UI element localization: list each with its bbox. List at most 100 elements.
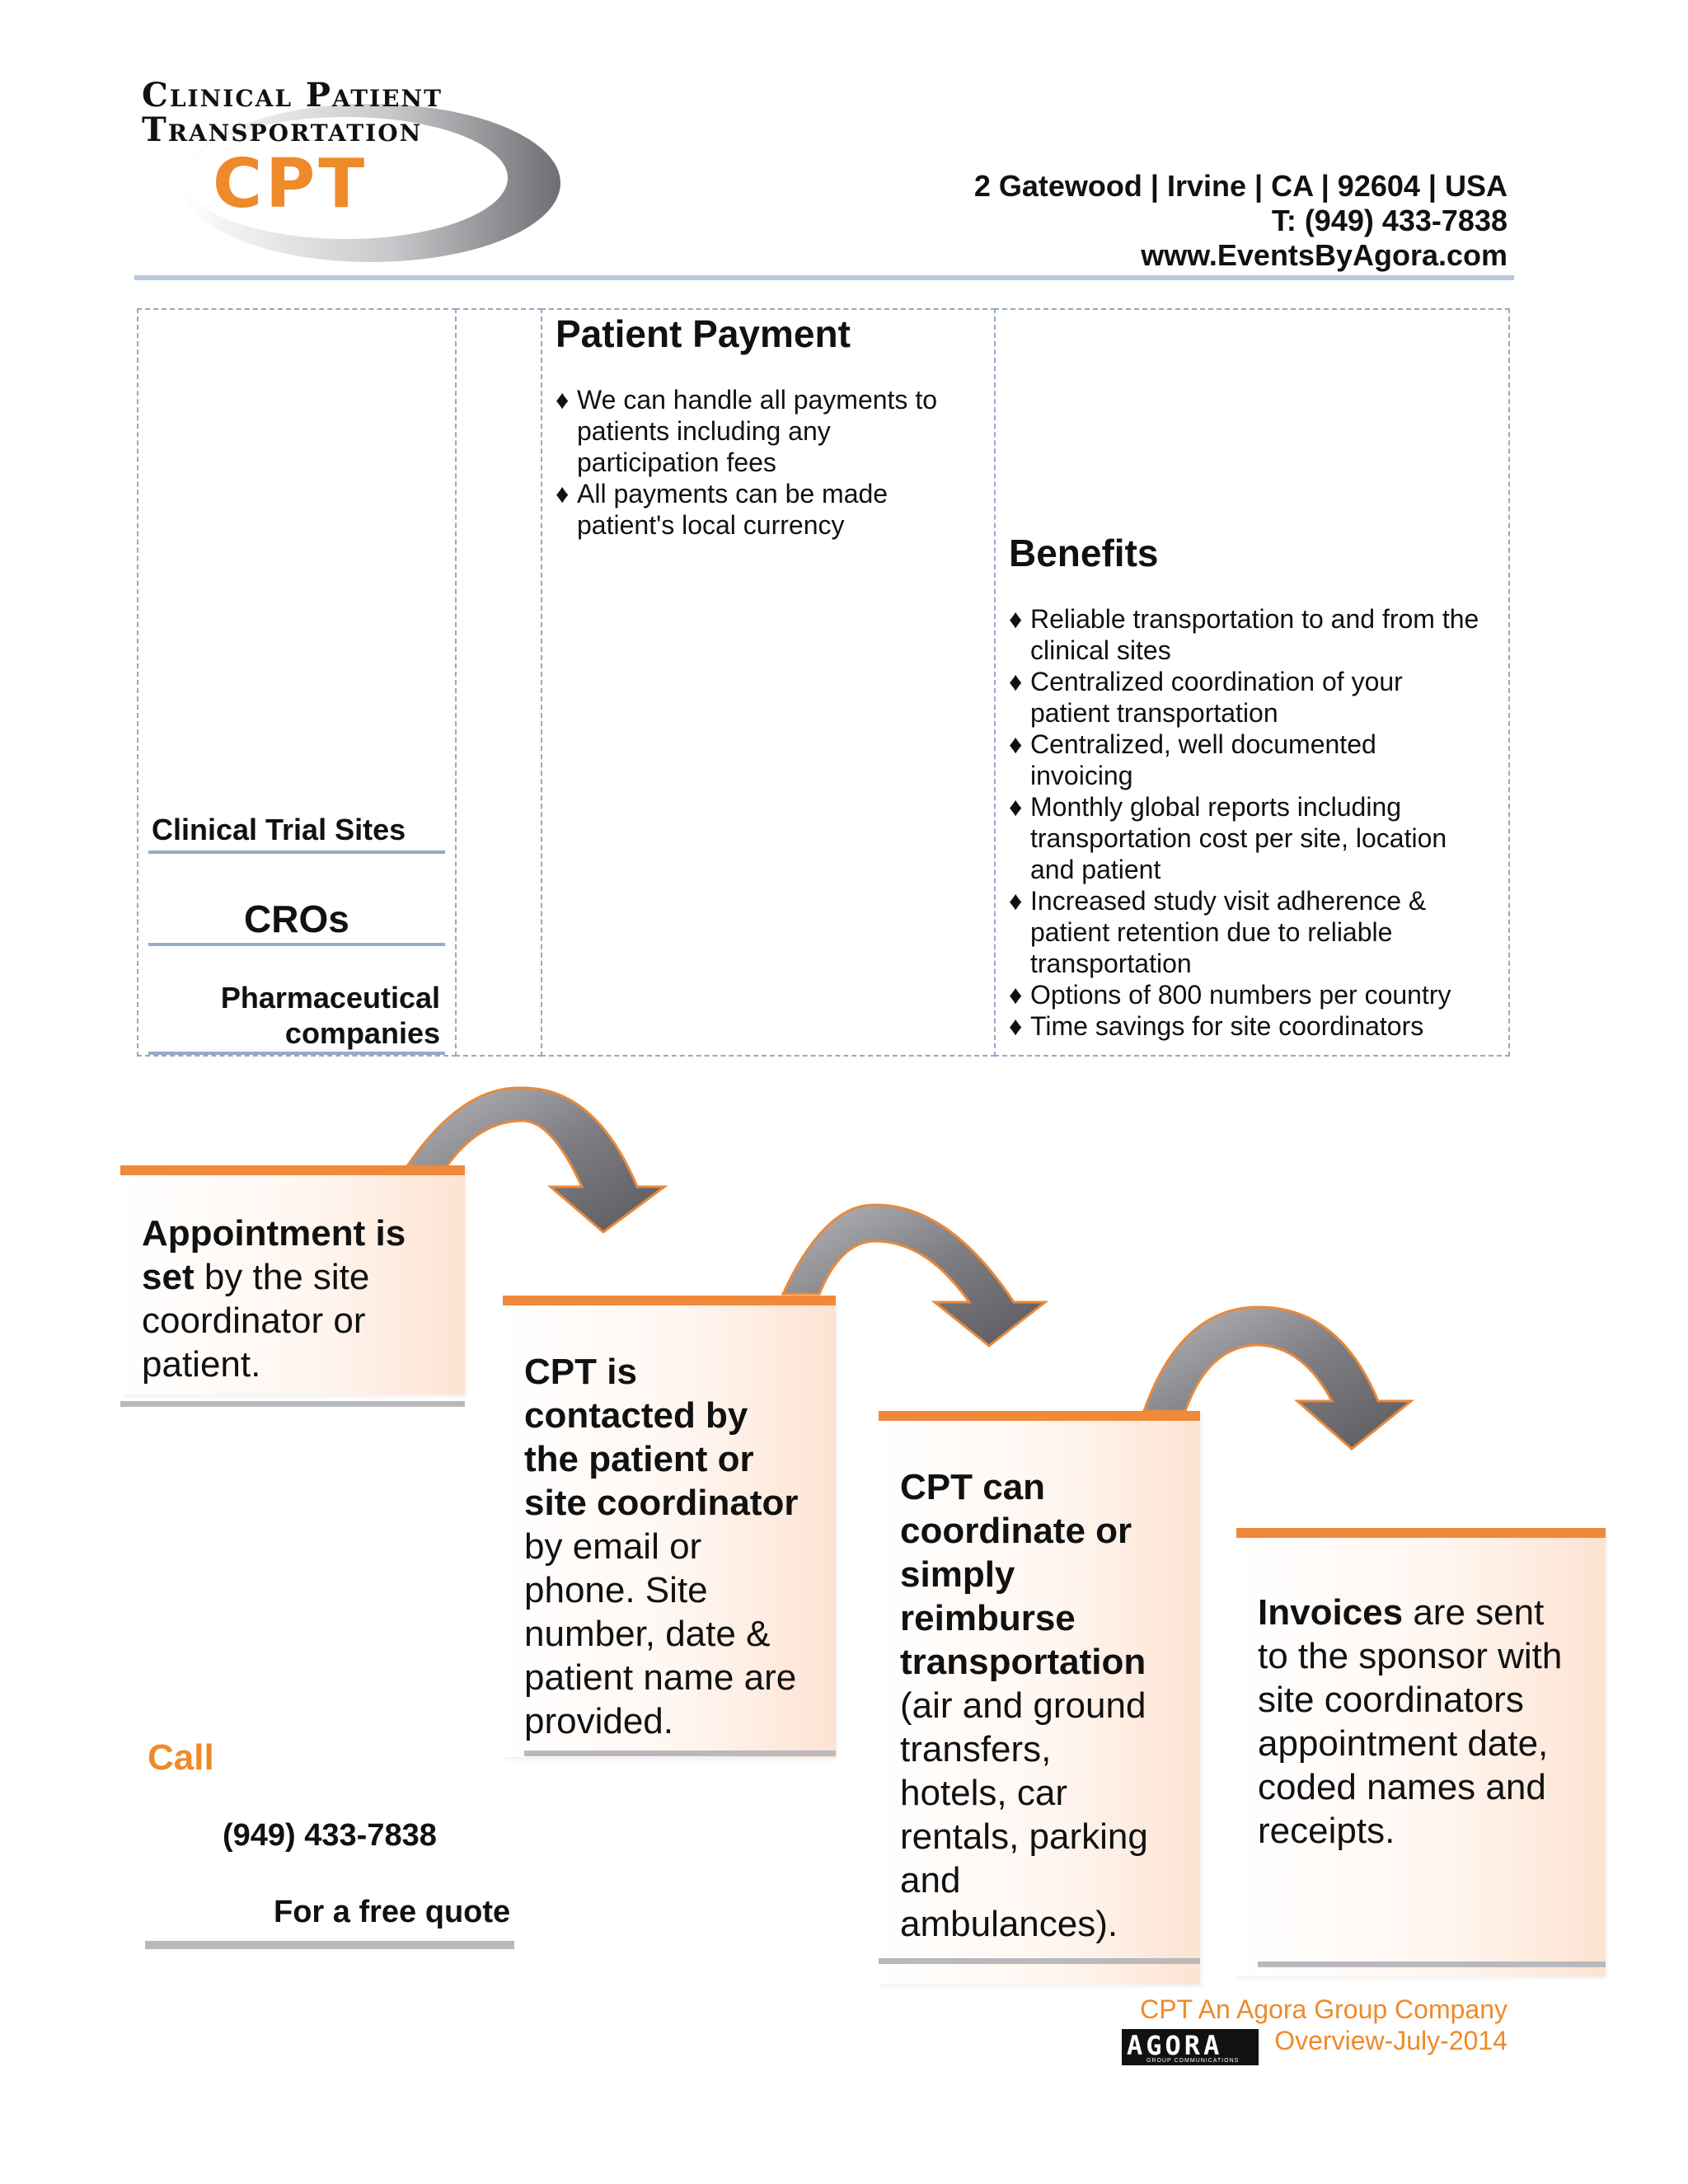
curved-arrow-2-icon bbox=[781, 1203, 1049, 1347]
footer-company: CPT An Agora Group Company bbox=[1140, 1994, 1507, 2024]
bullet-line: Monthly global reports including bbox=[1030, 792, 1402, 822]
step-2-line: number, date & bbox=[524, 1614, 771, 1654]
step-2-line: phone. Site bbox=[524, 1570, 708, 1610]
bullet-diamond-icon: ♦ bbox=[556, 385, 570, 415]
step-2-underline bbox=[524, 1750, 836, 1756]
step-1-box: Appointment is set by the site coordinat… bbox=[120, 1165, 465, 1407]
step-3-underline bbox=[879, 1958, 1200, 1964]
step-3-line: and bbox=[900, 1860, 961, 1900]
bullet-line: invoicing bbox=[1030, 761, 1133, 790]
header-divider bbox=[134, 275, 1514, 280]
bullet-line: participation fees bbox=[577, 448, 776, 477]
step-1-line: by the site bbox=[194, 1257, 370, 1297]
bullet-line: patient's local currency bbox=[577, 510, 845, 540]
list-item: ♦Time savings for site coordinators bbox=[1009, 1010, 1503, 1042]
step-4-text: Invoices are sent to the sponsor with si… bbox=[1258, 1591, 1592, 1853]
bullet-line: Options of 800 numbers per country bbox=[1030, 980, 1451, 1010]
agora-logo: AGORA GROUP COMMUNICATIONS bbox=[1122, 2029, 1259, 2065]
bullet-line: patient transportation bbox=[1030, 698, 1278, 728]
bullet-diamond-icon: ♦ bbox=[1009, 980, 1023, 1010]
step-2-box: CPT is contacted by the patient or site … bbox=[503, 1296, 836, 1757]
step-2-text: CPT is contacted by the patient or site … bbox=[524, 1350, 823, 1743]
step-3-bold: coordinate or bbox=[900, 1511, 1132, 1551]
bullet-line: transportation bbox=[1030, 949, 1192, 978]
bullet-line: Reliable transportation to and from the bbox=[1030, 604, 1479, 634]
step-3-text: CPT can coordinate or simply reimburse t… bbox=[900, 1465, 1187, 1946]
bullet-diamond-icon: ♦ bbox=[1009, 792, 1023, 822]
step-2-bold: site coordinator bbox=[524, 1483, 799, 1523]
step-1-line: coordinator or bbox=[142, 1301, 366, 1341]
step-4-underline bbox=[1258, 1961, 1606, 1967]
step-3-bold: CPT can bbox=[900, 1467, 1046, 1507]
step-4-line: receipts. bbox=[1258, 1811, 1395, 1851]
bullet-diamond-icon: ♦ bbox=[1009, 729, 1023, 759]
logo bbox=[124, 66, 585, 280]
info-table-col-4 bbox=[994, 308, 1510, 1057]
bullet-line: Time savings for site coordinators bbox=[1030, 1011, 1424, 1041]
step-4-line: appointment date, bbox=[1258, 1723, 1549, 1764]
step-4-line: coded names and bbox=[1258, 1767, 1546, 1807]
cta-quote: For a free quote bbox=[274, 1895, 511, 1929]
bullet-line: All payments can be made bbox=[577, 479, 889, 509]
bullet-line: patient retention due to reliable bbox=[1030, 917, 1393, 947]
step-2-bold: the patient or bbox=[524, 1439, 754, 1479]
step-3-line: rentals, parking bbox=[900, 1816, 1148, 1857]
sidebar-item-pharma-line-2: companies bbox=[284, 1016, 440, 1050]
step-3-bold: transportation bbox=[900, 1642, 1146, 1682]
step-3-line: transfers, bbox=[900, 1729, 1052, 1769]
cta-divider bbox=[145, 1941, 514, 1949]
step-2-line: patient name are bbox=[524, 1657, 797, 1698]
footer-date: Overview-July-2014 bbox=[1274, 2026, 1507, 2055]
step-3-line: (air and ground bbox=[900, 1685, 1146, 1726]
step-1-underline bbox=[120, 1401, 465, 1407]
bullet-line: transportation cost per site, location bbox=[1030, 823, 1447, 853]
benefits-title: Benefits bbox=[1009, 532, 1159, 574]
logo-cpt-mark: CPT bbox=[213, 145, 368, 223]
step-2-line: provided. bbox=[524, 1701, 674, 1741]
bullet-diamond-icon: ♦ bbox=[1009, 604, 1023, 634]
list-item: ♦Increased study visit adherence &patien… bbox=[1009, 885, 1503, 979]
bullet-line: and patient bbox=[1030, 855, 1161, 884]
logo-swoosh-icon bbox=[181, 104, 560, 262]
step-4-line: site coordinators bbox=[1258, 1680, 1524, 1720]
list-item: ♦Options of 800 numbers per country bbox=[1009, 979, 1503, 1010]
logo-line-1-text: Clinical Patient bbox=[142, 76, 443, 115]
bullet-line: Centralized, well documented bbox=[1030, 729, 1376, 759]
benefits-list: ♦Reliable transportation to and from the… bbox=[1009, 603, 1503, 1042]
sidebar-divider-1 bbox=[148, 851, 445, 854]
agora-logo-text: AGORA bbox=[1127, 2030, 1223, 2061]
step-3-line: hotels, car bbox=[900, 1773, 1067, 1813]
sidebar-divider-3 bbox=[148, 1052, 445, 1055]
sidebar-item-pharma-line-1: Pharmaceutical bbox=[220, 981, 440, 1015]
step-3-line: ambulances). bbox=[900, 1904, 1118, 1944]
step-2-bold: contacted by bbox=[524, 1395, 748, 1436]
cta-call: Call bbox=[148, 1737, 214, 1778]
header-phone: T: (949) 433-7838 bbox=[1271, 204, 1507, 237]
cta-phone[interactable]: (949) 433-7838 bbox=[223, 1818, 437, 1853]
bullet-diamond-icon: ♦ bbox=[556, 479, 570, 509]
sidebar-item-clinical-trial-sites: Clinical Trial Sites bbox=[152, 813, 406, 846]
step-2-bold: CPT is bbox=[524, 1352, 637, 1392]
step-4-line: are sent bbox=[1403, 1592, 1545, 1633]
bullet-line: patients including any bbox=[577, 416, 831, 446]
step-3-bold: simply bbox=[900, 1554, 1015, 1595]
bullet-line: Increased study visit adherence & bbox=[1030, 886, 1427, 916]
step-3-bold: reimburse bbox=[900, 1598, 1076, 1638]
bullet-diamond-icon: ♦ bbox=[1009, 667, 1023, 696]
logo-line-2-text: Transportation bbox=[142, 110, 423, 149]
step-2-line: by email or bbox=[524, 1526, 702, 1567]
header-website[interactable]: www.EventsByAgora.com bbox=[1141, 238, 1507, 272]
step-1-bold: Appointment is bbox=[142, 1213, 406, 1254]
step-1-bold: set bbox=[142, 1257, 195, 1297]
bullet-diamond-icon: ♦ bbox=[1009, 886, 1023, 916]
step-1-line: patient. bbox=[142, 1344, 261, 1385]
bullet-line: Centralized coordination of your bbox=[1030, 667, 1403, 696]
sidebar-item-cros: CROs bbox=[244, 898, 349, 940]
curved-arrow-3-icon bbox=[1142, 1305, 1415, 1451]
